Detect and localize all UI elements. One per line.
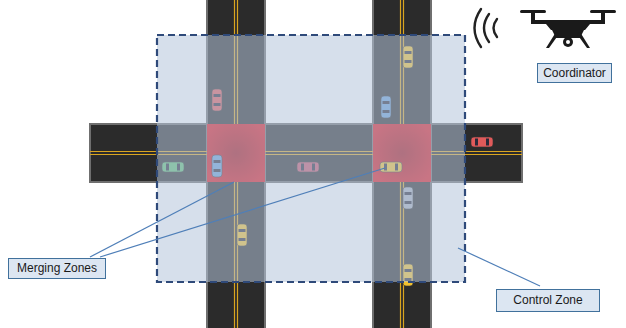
drone [520, 10, 616, 48]
car [471, 137, 493, 147]
label-text: Control Zone [497, 292, 599, 308]
signal-waves [475, 9, 498, 47]
roads [90, 0, 522, 328]
label-text: Coordinator [538, 65, 611, 81]
label-box: Merging Zones [8, 258, 106, 279]
label-box: Coordinator [537, 63, 612, 83]
label-text: Merging Zones [9, 260, 105, 276]
label-box: Control Zone [496, 289, 600, 312]
control-zone [157, 35, 465, 282]
leader-lines [90, 168, 540, 286]
